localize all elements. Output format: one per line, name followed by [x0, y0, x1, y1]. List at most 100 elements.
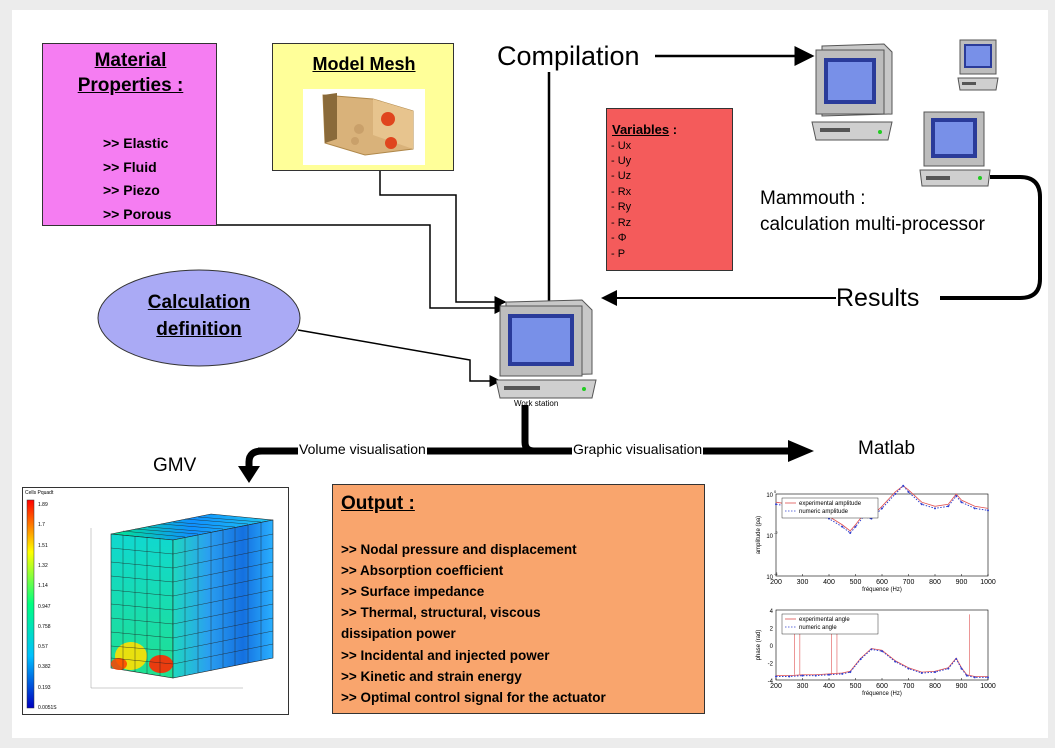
arrow-matlab-head — [788, 440, 814, 462]
model-mesh-box: Model Mesh — [272, 43, 454, 171]
data-point — [987, 676, 989, 679]
graphic-visualisation-label: Graphic visualisation — [572, 441, 704, 457]
y-axis-label: phase (rad) — [756, 630, 762, 661]
colorbar-tick-label: 0.947 — [38, 603, 51, 610]
colorbar-tick-label: 1.7 — [38, 522, 45, 529]
data-point — [907, 667, 910, 670]
x-tick-label: 700 — [903, 579, 915, 586]
material-item: >> Porous — [103, 206, 172, 222]
x-tick-label: 900 — [956, 579, 968, 586]
variable-item: - Rx — [611, 186, 632, 198]
output-item: >> Incidental and injected power — [341, 648, 550, 663]
colorbar-title: Cells Pquadt — [25, 490, 54, 496]
x-tick-label: 200 — [770, 683, 782, 690]
variables-title: Variables : — [612, 122, 677, 137]
matlab-label: Matlab — [858, 438, 916, 459]
data-point — [947, 505, 950, 508]
gmv-visualisation: Cells Pquadt — [22, 487, 289, 715]
computer-icon — [811, 43, 893, 141]
data-point — [965, 674, 968, 677]
colorbar-tick-label: 1.89 — [38, 502, 48, 508]
colorbar-tick-label: 0.0051S — [38, 705, 57, 711]
x-tick-label: 500 — [850, 579, 862, 586]
data-point — [907, 490, 910, 493]
x-axis-label: fréquence (Hz) — [862, 587, 902, 593]
x-tick-label: 600 — [876, 683, 888, 690]
mesh-title: Model Mesh — [312, 54, 416, 74]
output-item: >> Surface impedance — [341, 584, 485, 599]
data-point — [902, 484, 905, 487]
colorbar-tick-label: 0.57 — [38, 644, 48, 651]
data-point — [854, 525, 857, 528]
material-item: >> Fluid — [103, 159, 157, 175]
material-title-line1: Material — [94, 50, 167, 71]
line-material — [217, 224, 507, 314]
data-point — [960, 667, 963, 670]
y-tick-label: 0 — [770, 644, 774, 650]
x-tick-label: 500 — [850, 683, 862, 690]
output-item: >> Optimal control signal for the actuat… — [341, 690, 606, 705]
data-point — [894, 493, 897, 495]
y-tick-label: 10 — [766, 575, 773, 581]
x-tick-label: 600 — [876, 579, 888, 586]
output-item: >> Kinetic and strain energy — [341, 669, 522, 684]
y-tick-exponent: 0 — [774, 489, 777, 494]
y-tick-label: -2 — [768, 662, 774, 668]
arrow-gmv — [245, 447, 263, 468]
legend-box — [781, 497, 879, 519]
data-point — [849, 671, 852, 674]
line-workstation-down — [521, 405, 535, 455]
variable-item: - Ry — [611, 201, 632, 213]
data-point — [881, 650, 883, 653]
data-point — [881, 507, 883, 510]
x-axis-label: fréquence (Hz) — [862, 691, 902, 697]
y-axis-label: amplitude (pa) — [756, 516, 762, 554]
output-box: Output : >> Nodal pressure and displacem… — [332, 484, 705, 714]
colorbar-tick-label: 0.758 — [38, 623, 51, 630]
x-tick-label: 900 — [956, 683, 968, 690]
data-point — [841, 525, 844, 528]
x-tick-label: 200 — [770, 579, 782, 586]
legend-box — [781, 613, 879, 635]
variable-item: - Ux — [611, 140, 632, 152]
material-item: >> Piezo — [103, 182, 160, 198]
volume-visualisation-label: Volume visualisation — [298, 441, 427, 457]
colorbar-tick-label: 0.193 — [38, 684, 51, 691]
data-point — [960, 501, 963, 504]
data-point — [973, 676, 976, 679]
y-tick-label: 10 — [766, 493, 773, 499]
variable-item: - Uy — [611, 155, 632, 167]
data-point — [775, 503, 777, 506]
data-point — [973, 507, 976, 510]
variable-item: - Rz — [611, 217, 632, 229]
gmv-plot — [26, 499, 274, 709]
series-line — [776, 648, 988, 678]
variables-title-suffix: : — [669, 122, 678, 137]
y-tick-label: -4 — [768, 679, 774, 685]
workstation-computer-icon — [496, 299, 597, 399]
y-tick-label: 4 — [770, 609, 774, 615]
data-point — [947, 667, 950, 670]
output-item: dissipation power — [341, 626, 456, 641]
variable-item: - P — [611, 248, 626, 260]
x-tick-label: 800 — [929, 579, 941, 586]
data-point — [955, 495, 958, 498]
computer-icon — [919, 111, 991, 187]
legend-label: numeric angle — [799, 625, 837, 631]
mammouth-line2: calculation multi-processor — [760, 214, 985, 235]
variables-title-text: Variables — [612, 122, 670, 137]
y-tick-label: 10 — [766, 534, 773, 540]
data-point — [814, 674, 817, 677]
variable-item: - Φ — [611, 232, 627, 244]
data-point — [870, 648, 873, 651]
data-point — [987, 509, 989, 512]
legend-label: experimental angle — [799, 617, 850, 623]
data-point — [841, 672, 844, 675]
compilation-label: Compilation — [497, 41, 640, 71]
calculation-definition-label: Calculation definition — [96, 289, 302, 343]
x-tick-label: 300 — [797, 579, 809, 586]
material-title-line2: Properties : — [77, 75, 184, 96]
data-point — [859, 658, 862, 660]
mesh-image — [303, 89, 425, 165]
